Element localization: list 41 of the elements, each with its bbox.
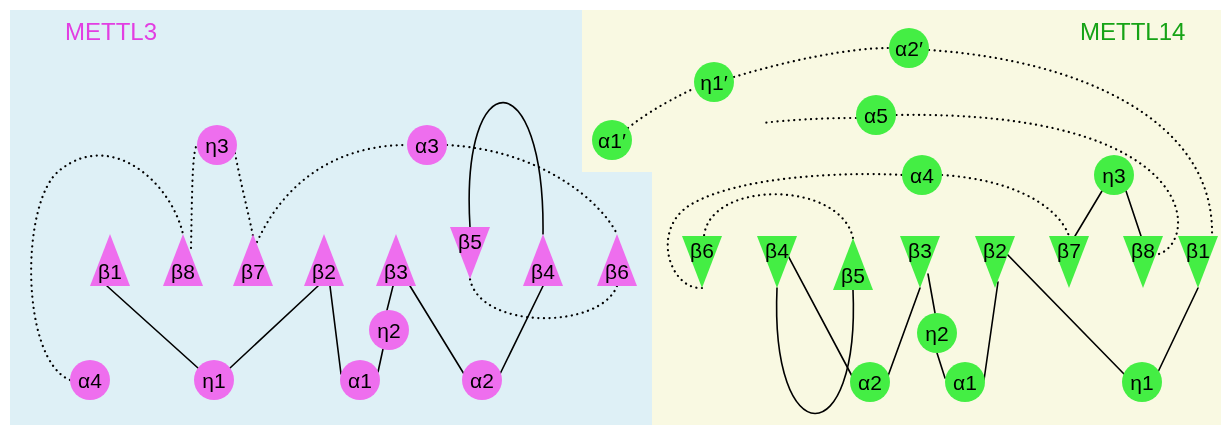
loop-connector xyxy=(936,352,946,379)
strand-triangle: β3 xyxy=(376,234,416,286)
loop-connector xyxy=(1074,190,1103,237)
dotted-connector xyxy=(894,113,1180,256)
strand-triangle: β6 xyxy=(597,234,637,286)
dotted-connector xyxy=(468,277,619,320)
strand-triangle: β3 xyxy=(900,236,940,288)
loop-connector xyxy=(1125,190,1142,237)
strand-triangle: β2 xyxy=(304,234,344,286)
loop-connector xyxy=(776,287,854,415)
loop-connector xyxy=(377,348,384,373)
loop-connector xyxy=(229,285,319,369)
loop-connector xyxy=(106,285,199,369)
strand-triangle: β2 xyxy=(975,236,1015,288)
strand-triangle: β8 xyxy=(1123,236,1163,288)
strand-triangle: β4 xyxy=(757,236,797,288)
loop-connector xyxy=(468,101,544,235)
strand-triangle: β8 xyxy=(163,234,203,286)
strand-triangle: β1 xyxy=(90,234,130,286)
dotted-connector xyxy=(940,173,1071,238)
dotted-connector xyxy=(702,193,855,240)
loop-connector xyxy=(887,287,921,377)
loop-connector xyxy=(386,285,394,311)
dotted-connector xyxy=(732,46,891,79)
panel-title: METTL14 xyxy=(1080,20,1186,44)
panel-title: METTL3 xyxy=(65,20,157,44)
strand-triangle: β1 xyxy=(1178,236,1218,288)
dotted-connector xyxy=(30,154,185,382)
strand-triangle: β6 xyxy=(682,236,722,288)
loop-connector xyxy=(499,285,544,375)
dotted-connector xyxy=(189,143,199,250)
strand-triangle: β5 xyxy=(833,238,873,290)
dotted-connector xyxy=(666,173,904,290)
loop-connector xyxy=(409,285,465,375)
strand-triangle: β4 xyxy=(523,234,563,286)
strand-triangle: β7 xyxy=(1049,236,1089,288)
strand-triangle: β5 xyxy=(450,227,490,279)
loop-connector xyxy=(329,285,342,375)
strand-triangle: β7 xyxy=(233,234,273,286)
loop-connector xyxy=(927,273,936,314)
loop-connector xyxy=(1157,287,1199,373)
